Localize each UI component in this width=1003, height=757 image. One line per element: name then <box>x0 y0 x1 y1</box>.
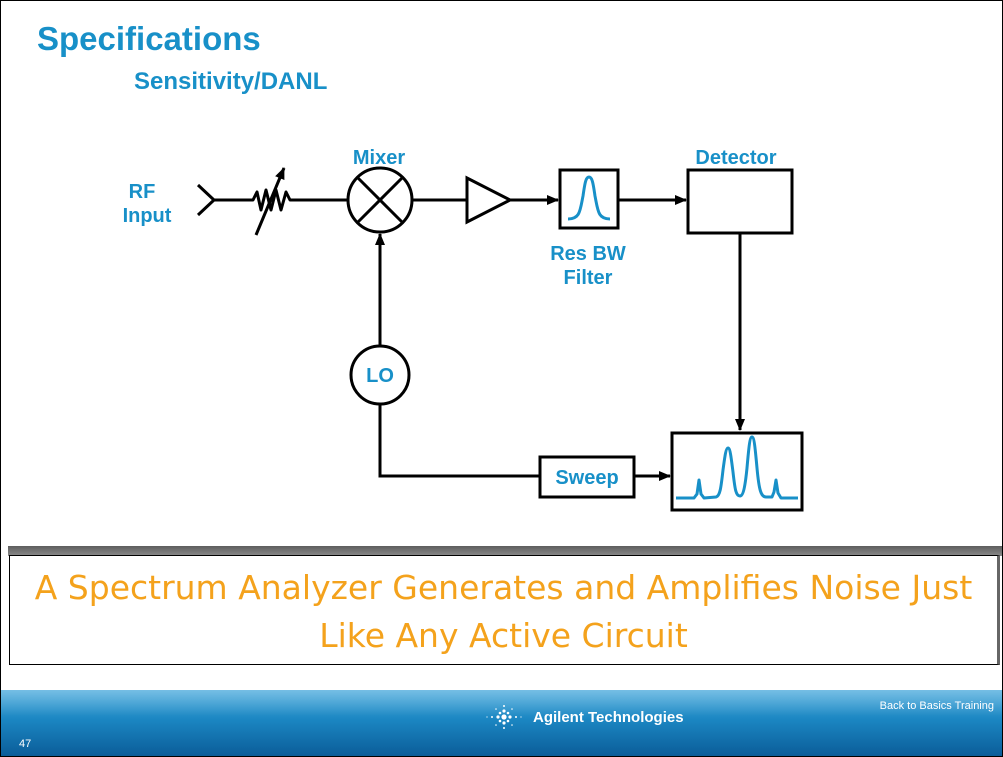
callout-shadow-bar <box>8 546 1002 556</box>
rf-input-connector <box>196 183 243 217</box>
res-bw-label-line1: Res BW <box>550 243 626 265</box>
agilent-spark-icon <box>486 705 522 729</box>
callout-line-1: A Spectrum Analyzer Generates and Amplif… <box>34 568 973 607</box>
detector-block <box>686 168 794 235</box>
rf-input-label-line2: Input <box>123 205 172 227</box>
lo-label: LO <box>366 365 394 387</box>
rf-input-label-line1: RF <box>129 181 156 203</box>
res-bw-label-line2: Filter <box>564 267 613 289</box>
slide-title: Specifications <box>37 20 261 57</box>
footer-bar: 47 Agilent Technologies Back to Basics T… <box>1 690 1002 756</box>
mixer-symbol <box>346 166 414 234</box>
mixer-label: Mixer <box>353 147 405 169</box>
amplifier-symbol <box>465 175 514 225</box>
block-diagram: RF Input Mixer Res BW Filter Detector LO… <box>123 147 804 512</box>
callout-line-2: Like Any Active Circuit <box>319 616 688 655</box>
training-label: Back to Basics Training <box>879 700 994 712</box>
slide-subtitle: Sensitivity/DANL <box>134 68 328 95</box>
company-name: Agilent Technologies <box>533 708 684 726</box>
page-number: 47 <box>19 738 32 750</box>
detector-label: Detector <box>695 147 776 169</box>
sweep-block <box>538 455 636 499</box>
company-logo: Agilent Technologies <box>483 702 684 732</box>
attenuator-symbol <box>243 167 299 236</box>
callout-box: A Spectrum Analyzer Generates and Amplif… <box>9 555 1000 665</box>
res-bw-filter-block <box>558 168 620 230</box>
sweep-label: Sweep <box>555 467 618 489</box>
wire-lo-sweep <box>378 404 540 478</box>
spectrum-display <box>670 431 804 512</box>
